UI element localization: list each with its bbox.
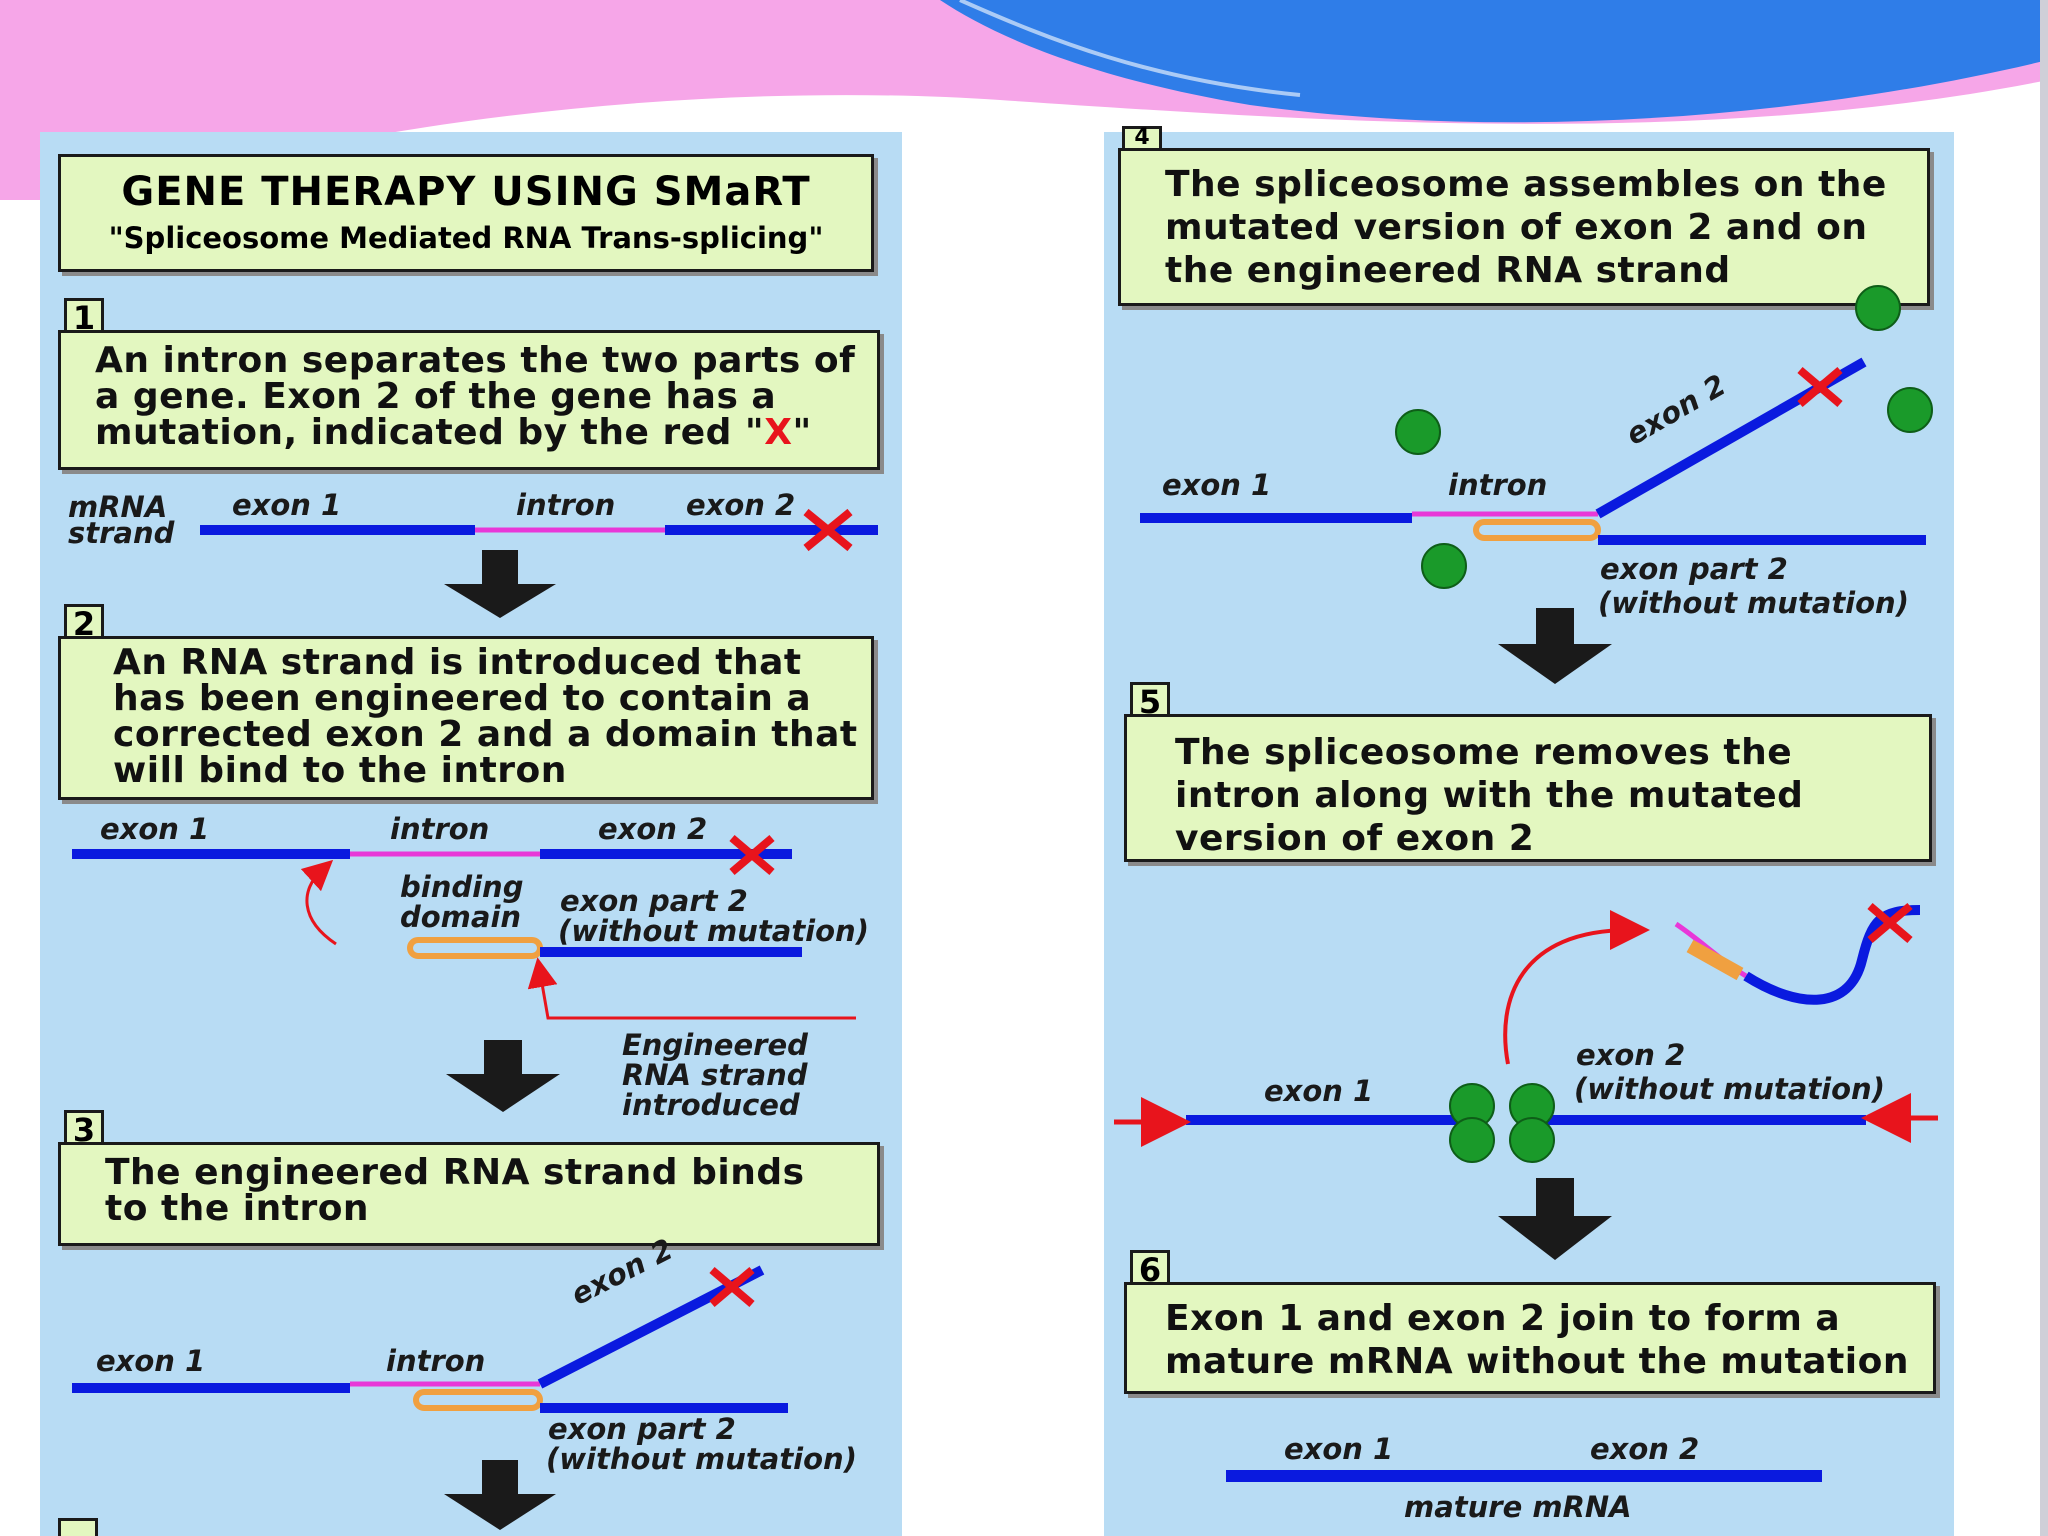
label-intron: intron: [516, 490, 615, 520]
binding-domain-shape: [410, 940, 540, 956]
down-arrow-icon: [1498, 1178, 1612, 1260]
label-mrna-strand: mRNA strand: [68, 494, 188, 546]
down-arrow-icon: [446, 1040, 560, 1112]
label-exon2: exon 2: [1590, 1434, 1699, 1464]
label-exon1: exon 1: [100, 814, 209, 844]
label-without-mutation: (without mutation): [558, 916, 869, 946]
down-arrow-icon: [444, 550, 556, 618]
label-without-mutation: (without mutation): [546, 1444, 857, 1474]
label-intron: intron: [390, 814, 489, 844]
label-exon1: exon 1: [232, 490, 341, 520]
label-exon2: exon 2: [686, 490, 795, 520]
label-exon-part-2: exon part 2: [548, 1414, 736, 1444]
label-without-mutation: (without mutation): [1574, 1074, 1885, 1104]
introduce-arrow: [540, 972, 856, 1018]
label-exon2: exon 2: [598, 814, 707, 844]
label-exon2: exon 2: [1576, 1040, 1685, 1070]
label-mature-mrna: mature mRNA: [1404, 1492, 1632, 1522]
diagram-4: [1140, 286, 1932, 588]
label-binding-domain: binding domain: [400, 872, 540, 932]
label-intron: intron: [386, 1346, 485, 1376]
label-exon1: exon 1: [1264, 1076, 1373, 1106]
label-exon-part-2: exon part 2: [560, 886, 748, 916]
spliceosome-icon: [1450, 1084, 1554, 1162]
down-arrow-icon: [444, 1460, 556, 1530]
label-exon1: exon 1: [96, 1346, 205, 1376]
label-exon1: exon 1: [1284, 1434, 1393, 1464]
fold-arrow: [307, 870, 336, 944]
label-engineered-rna: Engineered RNA strand introduced: [622, 1030, 842, 1120]
diagram-3: [72, 1270, 788, 1408]
label-exon1: exon 1: [1162, 470, 1271, 500]
down-arrow-icon: [1498, 608, 1612, 684]
label-intron: intron: [1448, 470, 1547, 500]
label-without-mutation: (without mutation): [1598, 588, 1909, 618]
label-exon-part-2: exon part 2: [1600, 554, 1788, 584]
diagram-5: [1114, 906, 1938, 1162]
mutation-x-icon: [1800, 370, 1840, 404]
